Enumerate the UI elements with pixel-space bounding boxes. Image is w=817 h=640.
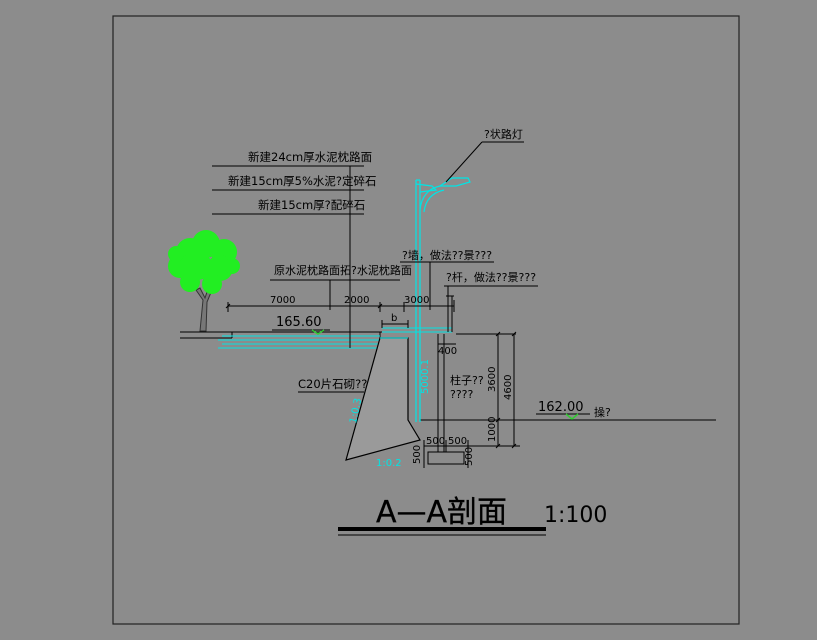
old-surface-label: 原水泥枕路面拓?水泥枕路面: [274, 263, 412, 277]
dimension-right: [438, 331, 520, 449]
streetlight-icon: [415, 177, 471, 422]
dim-500-d: 500: [464, 447, 475, 466]
dimension-bottom: [423, 440, 469, 468]
slope-1: 1:0.3: [348, 397, 364, 424]
layer1-label: 新建24cm厚水泥枕路面: [248, 150, 372, 164]
column-label: 柱子??: [450, 373, 484, 387]
tree-icon: [168, 230, 240, 332]
dim-3600: 3600: [487, 367, 498, 392]
dim-2000: 2000: [344, 295, 369, 306]
column-label-2: ????: [450, 388, 474, 401]
slope-2: 1:0.2: [376, 458, 402, 469]
dim-1000: 1000: [487, 417, 498, 442]
dim-4600: 4600: [503, 375, 514, 400]
dim-500-b: 500: [448, 436, 467, 447]
layer-leaders: [212, 165, 364, 348]
railing1-label: ?墙，做法??景???: [402, 248, 492, 262]
section-scale: 1:100: [544, 503, 607, 528]
dimension-top: [225, 300, 455, 312]
railing: [429, 262, 454, 332]
road-elevation: 165.60: [276, 315, 322, 330]
streetlight-leader: [445, 141, 483, 183]
pole-height: 5000.1: [420, 359, 431, 394]
road-layers: [218, 327, 452, 349]
dim-7000: 7000: [270, 295, 295, 306]
retaining-wall: [345, 337, 421, 461]
water-elevation: 162.00: [538, 400, 584, 415]
dim-500-c: 500: [412, 445, 423, 464]
section-title: A—A剖面: [376, 495, 507, 530]
footing: [427, 451, 465, 465]
column-lines: [437, 334, 445, 452]
road-structure: [180, 331, 416, 339]
road-elevation-mark: [311, 329, 325, 335]
railing2-label: ?杆，做法??景???: [446, 270, 536, 284]
drawing-frame: [112, 15, 740, 625]
wall-material-label: C20片石砌??: [298, 377, 367, 391]
river-label: 操?: [594, 405, 611, 419]
layer2-label: 新建15cm厚5%水泥?定碎石: [228, 174, 377, 188]
dim-3000: 3000: [404, 295, 429, 306]
water-elevation-mark: [565, 413, 579, 420]
layer3-label: 新建15cm厚?配碎石: [258, 198, 365, 212]
streetlight-label: ?状路灯: [484, 127, 523, 141]
dim-400: 400: [438, 346, 457, 357]
dimension-b: [381, 320, 409, 328]
title-underline-thick: [338, 527, 546, 531]
dim-b: b: [391, 313, 397, 324]
dim-500-a: 500: [426, 436, 445, 447]
